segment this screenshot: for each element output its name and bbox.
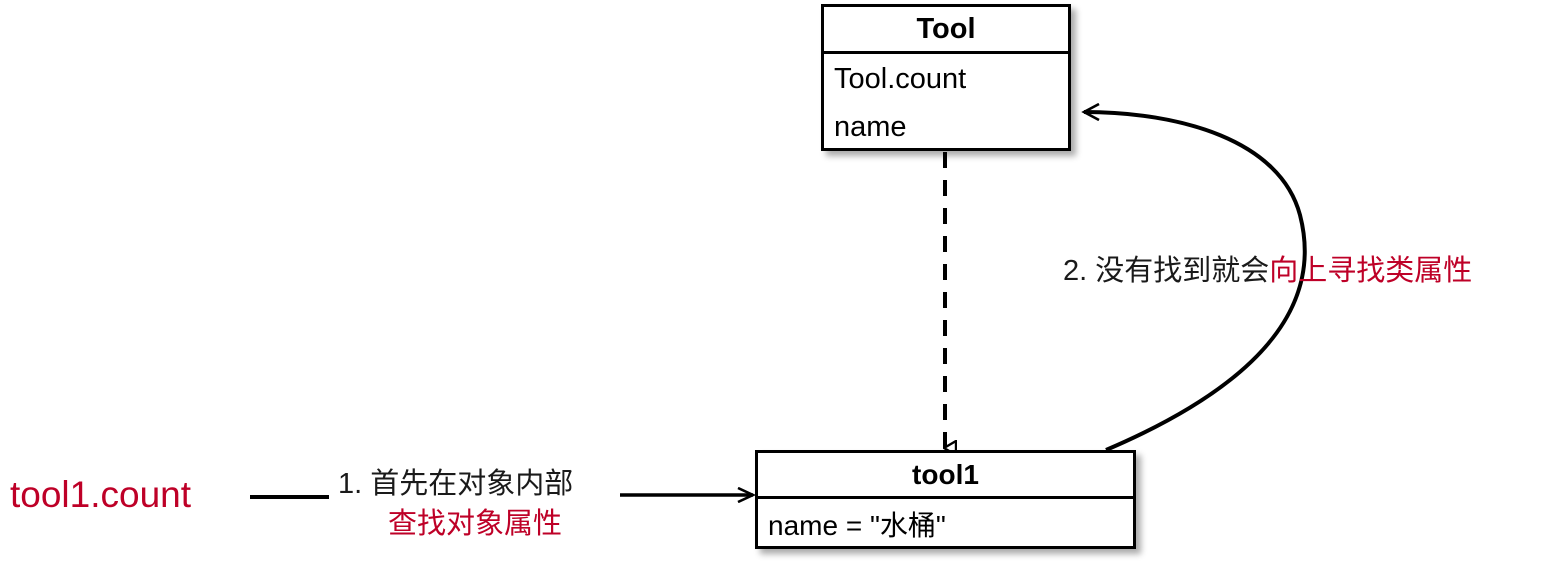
instance-box-tool1-attributes: name = "水桶" — [758, 499, 1133, 552]
class-attribute-count: Tool.count — [834, 62, 967, 95]
step-2-black-text: 2. 没有找到就会 — [1063, 255, 1270, 287]
step-1-black-text: 1. 首先在对象内部 — [338, 468, 574, 500]
expression-label: tool1.count — [10, 474, 192, 515]
step-1-red-text: 查找对象属性 — [387, 508, 562, 540]
step-2-red-text: 向上寻找类属性 — [1269, 255, 1473, 287]
instance-box-tool1[interactable]: tool1 name = "水桶" — [755, 450, 1136, 549]
step-1-label: 1. 首先在对象内部 查找对象属性 — [338, 464, 612, 544]
class-attribute-name: name — [834, 110, 907, 143]
instance-box-tool1-title: tool1 — [912, 458, 979, 490]
step-2-label: 2. 没有找到就会向上寻找类属性 — [1063, 252, 1472, 290]
class-box-tool-divider — [824, 51, 1068, 54]
instance-box-tool1-divider — [758, 496, 1133, 499]
class-box-tool-title: Tool — [916, 12, 976, 45]
class-box-tool[interactable]: Tool Tool.count name — [821, 4, 1071, 151]
instance-attribute-name: name = "水桶" — [768, 509, 946, 541]
class-box-tool-attributes: Tool.count name — [824, 54, 1068, 151]
